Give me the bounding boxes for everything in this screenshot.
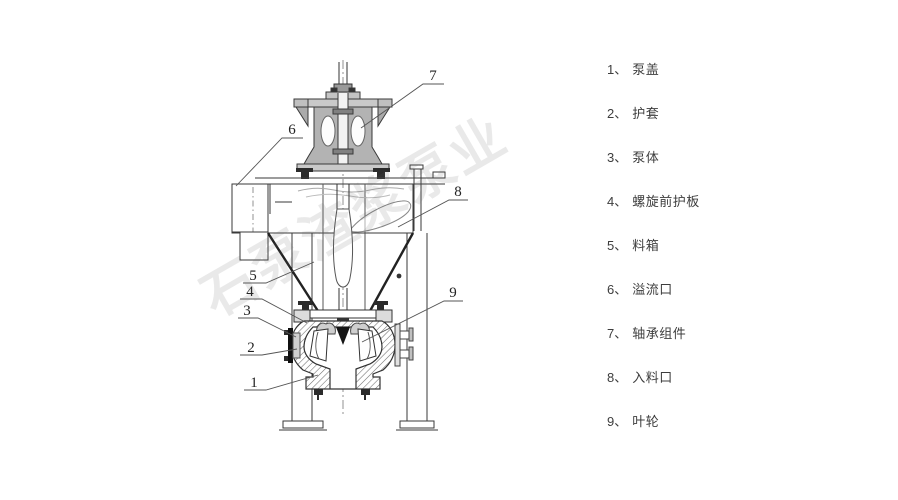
legend-item-3: 3、 泵体: [607, 151, 700, 165]
legend-item-label: 泵盖: [632, 62, 660, 77]
callout-numbers: 1 2 3 4 5 6 7 8 9: [243, 68, 462, 391]
feed-inlet: [297, 164, 424, 233]
callout-7: 7: [429, 68, 437, 84]
legend-item-number: 3、: [607, 150, 628, 165]
legend-item-label: 护套: [632, 106, 660, 121]
legend-item-2: 2、 护套: [607, 107, 700, 121]
legend-item-5: 5、 料箱: [607, 239, 700, 253]
support-legs: [279, 233, 438, 431]
callout-leaders: [235, 83, 468, 391]
legend-item-number: 5、: [607, 238, 628, 253]
bearing-assembly: [293, 87, 393, 179]
legend-item-number: 4、: [607, 194, 628, 209]
legend-item-4: 4、 螺旋前护板: [607, 195, 700, 209]
overflow-box: [231, 183, 269, 261]
legend-item-number: 7、: [607, 326, 628, 341]
legend-item-8: 8、 入料口: [607, 371, 700, 385]
legend-item-label: 叶轮: [632, 414, 660, 429]
parts-legend: 1、 泵盖 2、 护套 3、 泵体 4、 螺旋前护板 5、 料箱 6、 溢流口 …: [607, 63, 700, 459]
callout-1: 1: [250, 375, 258, 391]
funnel: [266, 232, 415, 312]
legend-item-number: 6、: [607, 282, 628, 297]
pump-casing: [284, 301, 414, 400]
legend-item-6: 6、 溢流口: [607, 283, 700, 297]
legend-item-number: 8、: [607, 370, 628, 385]
callout-5: 5: [249, 268, 257, 284]
legend-item-number: 2、: [607, 106, 628, 121]
legend-item-label: 入料口: [632, 370, 673, 385]
callout-2: 2: [247, 340, 255, 356]
callout-6: 6: [288, 122, 296, 138]
legend-item-1: 1、 泵盖: [607, 63, 700, 77]
legend-item-9: 9、 叶轮: [607, 415, 700, 429]
callout-8: 8: [454, 184, 462, 200]
legend-item-7: 7、 轴承组件: [607, 327, 700, 341]
legend-item-number: 9、: [607, 414, 628, 429]
callout-9: 9: [449, 285, 457, 301]
legend-item-label: 溢流口: [632, 282, 673, 297]
legend-item-label: 泵体: [632, 150, 660, 165]
legend-item-label: 螺旋前护板: [632, 194, 700, 209]
material-box: [231, 171, 446, 311]
legend-item-number: 1、: [607, 62, 628, 77]
legend-item-label: 料箱: [632, 238, 660, 253]
legend-item-label: 轴承组件: [632, 326, 687, 341]
callout-4: 4: [246, 284, 254, 300]
callout-3: 3: [243, 303, 251, 319]
